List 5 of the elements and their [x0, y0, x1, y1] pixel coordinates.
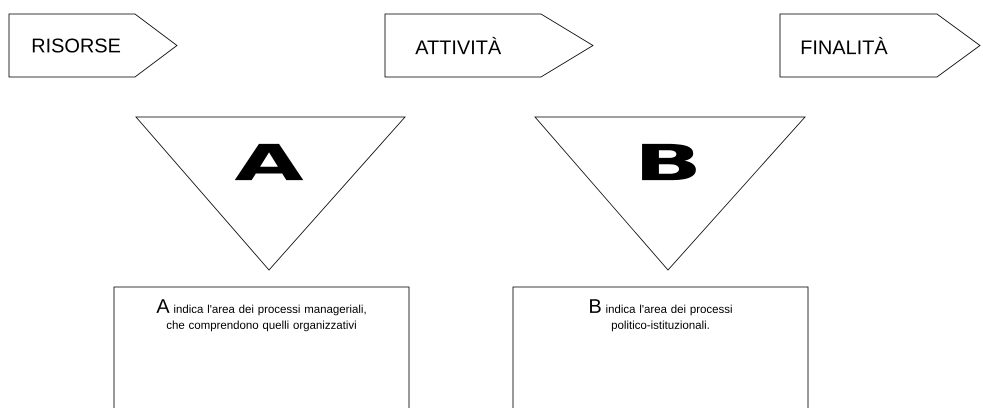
text-box: B indica l'area dei processi politico-istituzionali. [512, 286, 808, 408]
arrow-tag: RISORSE [8, 14, 178, 78]
arrow-tag: FINALITÀ [780, 14, 981, 78]
arrow-tag: ATTIVITÀ [384, 14, 594, 78]
text-box: A indica l'area dei processi manageriali, che comprendono quelli organizzativi [114, 286, 410, 408]
